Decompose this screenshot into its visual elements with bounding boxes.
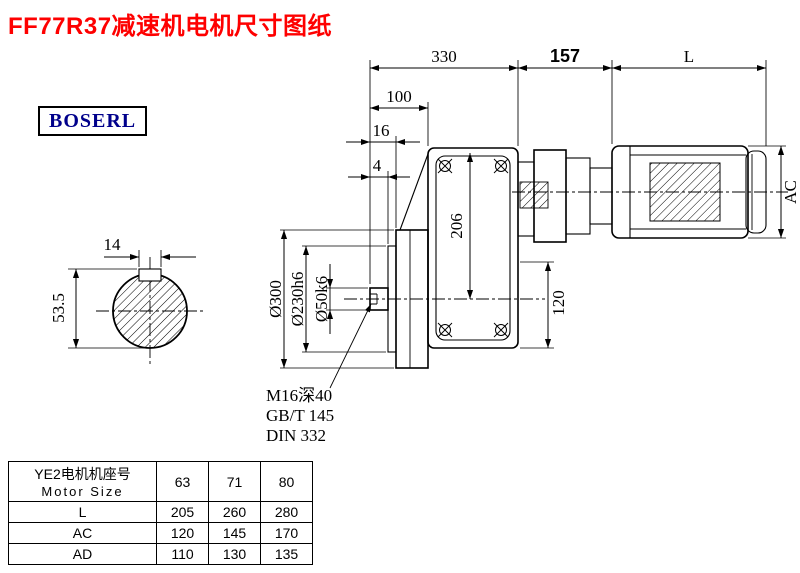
dim-keyway-width-label: 14 — [104, 235, 122, 254]
dim-keyway-height-label: 53.5 — [49, 293, 68, 323]
table-row-L: L 205 260 280 — [8, 501, 313, 523]
row-label-L: L — [8, 501, 157, 523]
vertical-dimensions: 206 120 — [447, 153, 568, 349]
gear-housing — [427, 147, 519, 349]
size-column-63: 63 — [156, 461, 209, 502]
row-label-AD: AD — [8, 543, 157, 565]
cover-screw-icon — [437, 322, 453, 338]
motor-side-view — [512, 145, 788, 239]
motor-size-table: YE2电机机座号 Motor Size 63 71 80 L 205 260 2… — [8, 461, 313, 565]
note-tap-label: M16深40 — [266, 386, 332, 405]
gearbox-side-view — [344, 147, 545, 369]
housing-cover — [435, 155, 511, 341]
brand-logo: BOSERL — [38, 106, 148, 136]
horizontal-dimensions: 330 157 L 100 16 4 — [346, 46, 767, 284]
table-cell: 145 — [208, 522, 261, 544]
motor-height-dimension: AC — [748, 145, 800, 239]
header-motor-size: YE2电机机座号 Motor Size — [8, 461, 157, 502]
dim-120-label: 120 — [549, 290, 568, 316]
motor-adapter — [517, 149, 613, 243]
dim-dia300-label: Ø300 — [266, 280, 285, 318]
dim-100-label: 100 — [386, 87, 412, 106]
table-row-AD: AD 110 130 135 — [8, 543, 313, 565]
dim-157-label: 157 — [550, 46, 580, 66]
coupling-section — [519, 181, 549, 209]
hollow-shaft-end — [369, 287, 389, 311]
fan-cover — [745, 150, 767, 234]
row-label-AC: AC — [8, 522, 157, 544]
technical-drawing: 14 53.5 330 157 L 100 16 4 — [49, 46, 800, 445]
brand-logo-text: BOSERL — [49, 110, 137, 132]
dim-L-label: L — [684, 47, 694, 66]
keyway-notch — [138, 268, 162, 282]
header-motor-size-en: Motor Size — [41, 484, 124, 499]
table-cell: 130 — [208, 543, 261, 565]
table-cell: 280 — [260, 501, 313, 523]
motor-body — [611, 145, 749, 239]
diameter-dimensions: Ø300 Ø230h6 Ø50k6 — [266, 229, 394, 369]
table-cell: 260 — [208, 501, 261, 523]
size-column-80: 80 — [260, 461, 313, 502]
size-column-71: 71 — [208, 461, 261, 502]
shaft-bore-circle — [112, 273, 188, 349]
note-gb-label: GB/T 145 — [266, 406, 334, 425]
dim-4-label: 4 — [373, 156, 382, 175]
dim-dia230-label: Ø230h6 — [288, 272, 307, 327]
page-title: FF77R37减速机电机尺寸图纸 — [8, 13, 333, 40]
dim-16-label: 16 — [373, 121, 390, 140]
header-motor-size-cn: YE2电机机座号 — [34, 466, 131, 482]
cover-screw-icon — [493, 158, 509, 174]
tapped-hole-note: M16深40 GB/T 145 DIN 332 — [266, 303, 372, 445]
table-cell: 120 — [156, 522, 209, 544]
cover-screw-icon — [493, 322, 509, 338]
table-cell: 110 — [156, 543, 209, 565]
dim-dia50-label: Ø50k6 — [312, 276, 331, 322]
table-cell: 170 — [260, 522, 313, 544]
table-cell: 135 — [260, 543, 313, 565]
note-din-label: DIN 332 — [266, 426, 326, 445]
table-cell: 205 — [156, 501, 209, 523]
table-header-row: YE2电机机座号 Motor Size 63 71 80 — [8, 461, 313, 502]
dim-AC-label: AC — [781, 180, 800, 204]
cover-screw-icon — [437, 158, 453, 174]
motor-terminal-section — [649, 162, 721, 222]
dim-206-label: 206 — [447, 213, 466, 239]
table-row-AC: AC 120 145 170 — [8, 522, 313, 544]
hollow-shaft-section-view: 14 53.5 — [49, 235, 204, 365]
dim-330-label: 330 — [431, 47, 457, 66]
